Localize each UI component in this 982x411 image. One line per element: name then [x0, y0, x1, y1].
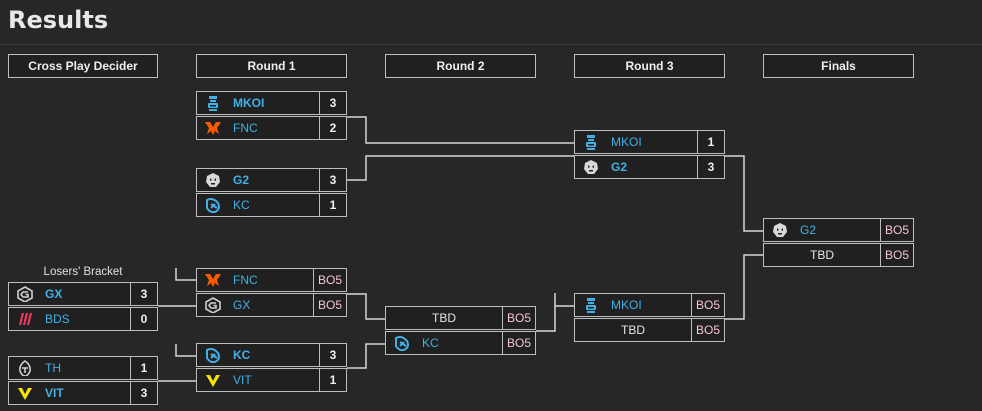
- team-score: 1: [697, 131, 724, 153]
- team-score: 0: [130, 308, 157, 330]
- team-row[interactable]: TBD BO5: [763, 243, 914, 267]
- team-name: MKOI: [611, 135, 642, 149]
- vitality-logo-icon: [206, 375, 220, 387]
- team-name: FNC: [233, 273, 258, 287]
- match-losers-1[interactable]: GX 3 BDS 0: [8, 282, 158, 332]
- team-score: 2: [319, 117, 346, 139]
- team-score: 1: [130, 357, 157, 379]
- round-header-decider: Cross Play Decider: [8, 54, 158, 78]
- team-score: 3: [319, 169, 346, 191]
- team-row[interactable]: KC 1: [196, 193, 347, 217]
- best-of-badge: BO5: [313, 294, 346, 316]
- team-row[interactable]: MKOI BO5: [574, 293, 725, 317]
- best-of-badge: BO5: [691, 319, 724, 341]
- title-divider: [0, 44, 982, 45]
- team-score: 1: [319, 194, 346, 216]
- team-score: 3: [130, 283, 157, 305]
- team-name: VIT: [233, 373, 252, 387]
- karmine-corp-logo-icon: [206, 348, 220, 363]
- match-round3-1[interactable]: MKOI 1 G2 3: [574, 130, 725, 180]
- team-name: TBD: [621, 323, 645, 337]
- mkoi-logo-icon: [208, 96, 218, 111]
- team-row[interactable]: TBD BO5: [574, 318, 725, 342]
- giantx-logo-icon: [17, 286, 33, 302]
- round-header-round-1: Round 1: [196, 54, 347, 78]
- team-row[interactable]: G2 3: [196, 168, 347, 192]
- round-header-finals: Finals: [763, 54, 914, 78]
- best-of-badge: BO5: [880, 219, 913, 241]
- team-row[interactable]: FNC BO5: [196, 268, 347, 292]
- team-name: GX: [45, 287, 63, 301]
- team-name: BDS: [45, 312, 70, 326]
- match-round1-3[interactable]: FNC BO5 GX BO5: [196, 268, 347, 318]
- team-name: G2: [800, 223, 817, 237]
- team-name: G2: [233, 173, 250, 187]
- team-name: MKOI: [233, 96, 265, 110]
- team-row[interactable]: GX 3: [8, 282, 158, 306]
- round-header-round-3: Round 3: [574, 54, 725, 78]
- best-of-badge: BO5: [502, 332, 535, 354]
- team-row[interactable]: TBD BO5: [385, 306, 536, 330]
- match-round1-4[interactable]: KC 3 VIT 1: [196, 343, 347, 393]
- g2-esports-logo-icon: [584, 160, 598, 174]
- karmine-corp-logo-icon: [395, 336, 409, 351]
- match-finals[interactable]: G2 BO5 TBD BO5: [763, 218, 914, 268]
- team-heretics-logo-icon: [19, 360, 31, 376]
- team-name: KC: [422, 336, 439, 350]
- team-score: 1: [319, 369, 346, 391]
- team-name: TBD: [432, 311, 456, 325]
- team-row[interactable]: BDS 0: [8, 307, 158, 331]
- team-row[interactable]: MKOI 1: [574, 130, 725, 154]
- team-name: KC: [233, 348, 251, 362]
- match-round3-2[interactable]: MKOI BO5 TBD BO5: [574, 293, 725, 343]
- team-name: TH: [45, 361, 61, 375]
- round-header-round-2: Round 2: [385, 54, 536, 78]
- match-round2-1[interactable]: TBD BO5 KC BO5: [385, 306, 536, 356]
- best-of-badge: BO5: [691, 294, 724, 316]
- team-row[interactable]: FNC 2: [196, 116, 347, 140]
- karmine-corp-logo-icon: [206, 198, 220, 213]
- team-row[interactable]: G2 3: [574, 155, 725, 179]
- team-row[interactable]: KC BO5: [385, 331, 536, 355]
- team-name: TBD: [810, 248, 834, 262]
- mkoi-logo-icon: [586, 298, 596, 313]
- team-name: FNC: [233, 121, 258, 135]
- team-row[interactable]: G2 BO5: [763, 218, 914, 242]
- team-name: MKOI: [611, 298, 642, 312]
- team-row[interactable]: VIT 1: [196, 368, 347, 392]
- team-name: G2: [611, 160, 628, 174]
- match-round1-1[interactable]: MKOI 3 FNC 2: [196, 91, 347, 141]
- team-score: 3: [130, 382, 157, 404]
- g2-esports-logo-icon: [206, 173, 220, 187]
- team-score: 3: [319, 344, 346, 366]
- match-losers-2[interactable]: TH 1 VIT 3: [8, 356, 158, 406]
- team-row[interactable]: KC 3: [196, 343, 347, 367]
- mkoi-logo-icon: [586, 135, 596, 150]
- page-title: Results: [8, 6, 109, 34]
- team-name: VIT: [45, 386, 64, 400]
- team-row[interactable]: MKOI 3: [196, 91, 347, 115]
- team-name: KC: [233, 198, 250, 212]
- best-of-badge: BO5: [880, 244, 913, 266]
- fnatic-fox-icon: [205, 122, 221, 135]
- team-score: 3: [697, 156, 724, 178]
- best-of-badge: BO5: [313, 269, 346, 291]
- fnatic-fox-icon: [205, 274, 221, 287]
- best-of-badge: BO5: [502, 307, 535, 329]
- team-row[interactable]: TH 1: [8, 356, 158, 380]
- vitality-logo-icon: [18, 388, 32, 400]
- team-row[interactable]: VIT 3: [8, 381, 158, 405]
- losers-bracket-label: Losers' Bracket: [43, 266, 123, 278]
- team-score: 3: [319, 92, 346, 114]
- g2-esports-logo-icon: [773, 223, 787, 237]
- giantx-logo-icon: [205, 297, 221, 313]
- match-round1-2[interactable]: G2 3 KC 1: [196, 168, 347, 218]
- team-row[interactable]: GX BO5: [196, 293, 347, 317]
- team-name: GX: [233, 298, 251, 312]
- team-bds-logo-icon: [18, 311, 33, 327]
